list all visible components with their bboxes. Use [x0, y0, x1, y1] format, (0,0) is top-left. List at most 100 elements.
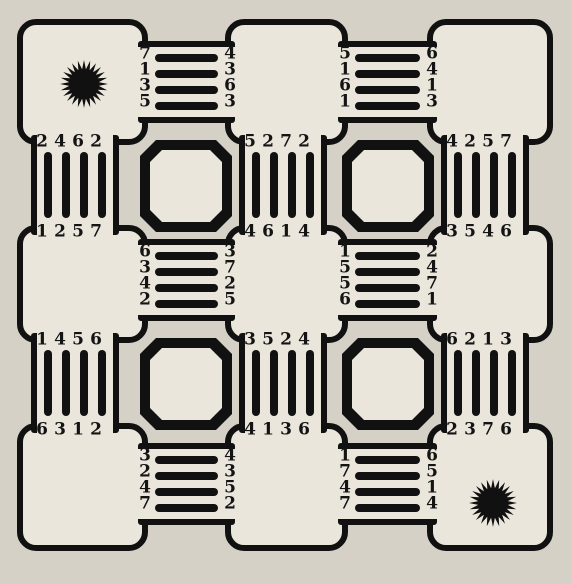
bar-h-top-left-4 [155, 102, 218, 110]
label-top-right-left-4: 1 [339, 92, 351, 112]
label-upper-left-bottom-3: 5 [72, 222, 84, 242]
label-upper-center-top-1: 5 [244, 132, 256, 152]
label-upper-right-top-1: 4 [446, 132, 458, 152]
bar-v-lower-center-4 [306, 350, 314, 416]
bar-h-mid-right-1 [355, 252, 420, 260]
bar-v-lower-left-4 [98, 350, 106, 416]
label-top-right-right-4: 3 [426, 92, 438, 112]
sun-icon-start [60, 60, 108, 108]
label-upper-left-bottom-2: 2 [54, 222, 66, 242]
bar-h-top-right-4 [355, 102, 420, 110]
bar-v-lower-left-1 [44, 350, 52, 416]
label-upper-left-top-3: 6 [72, 132, 84, 152]
bar-v-upper-left-2 [62, 152, 70, 218]
label-upper-right-bottom-2: 5 [464, 222, 476, 242]
bar-h-mid-left-3 [155, 284, 218, 292]
sun-icon-goal [469, 479, 517, 527]
label-upper-center-bottom-1: 4 [244, 222, 256, 242]
label-bottom-left-left-4: 7 [139, 494, 151, 514]
bar-v-lower-right-3 [490, 350, 498, 416]
bar-h-bottom-right-1 [355, 456, 420, 464]
label-upper-right-top-4: 7 [500, 132, 512, 152]
bar-v-upper-center-1 [252, 152, 260, 218]
label-upper-center-top-4: 2 [298, 132, 310, 152]
sun-icon-start-disc [71, 71, 97, 97]
room-r0c1 [228, 22, 345, 142]
bar-v-upper-center-4 [306, 152, 314, 218]
label-lower-center-top-1: 3 [244, 330, 256, 350]
label-mid-left-right-4: 5 [224, 290, 236, 310]
bar-h-mid-left-4 [155, 300, 218, 308]
label-lower-left-top-1: 1 [36, 330, 48, 350]
label-lower-center-bottom-4: 6 [298, 420, 310, 440]
hole-lower-right-inner [352, 348, 424, 420]
label-upper-right-bottom-3: 4 [482, 222, 494, 242]
label-lower-left-bottom-1: 6 [36, 420, 48, 440]
label-upper-left-top-2: 4 [54, 132, 66, 152]
hole-upper-right-inner [352, 150, 424, 222]
bar-v-upper-left-3 [80, 152, 88, 218]
label-upper-right-top-2: 2 [464, 132, 476, 152]
label-lower-right-bottom-4: 6 [500, 420, 512, 440]
bar-v-lower-left-3 [80, 350, 88, 416]
label-mid-right-right-4: 1 [426, 290, 438, 310]
hole-upper-left-inner [150, 150, 222, 222]
label-lower-left-bottom-3: 1 [72, 420, 84, 440]
label-lower-center-top-3: 2 [280, 330, 292, 350]
bar-h-top-left-1 [155, 54, 218, 62]
room-r0c2 [430, 22, 550, 142]
bar-v-upper-center-2 [270, 152, 278, 218]
label-upper-left-top-1: 2 [36, 132, 48, 152]
room-r1c1 [228, 228, 345, 340]
label-upper-center-bottom-2: 6 [262, 222, 274, 242]
bar-h-top-right-3 [355, 86, 420, 94]
label-lower-center-top-4: 4 [298, 330, 310, 350]
bar-h-top-right-1 [355, 54, 420, 62]
label-lower-right-bottom-2: 3 [464, 420, 476, 440]
label-lower-left-bottom-2: 3 [54, 420, 66, 440]
bar-h-bottom-right-4 [355, 504, 420, 512]
bar-v-upper-left-4 [98, 152, 106, 218]
label-lower-right-top-3: 1 [482, 330, 494, 350]
bar-h-bottom-right-3 [355, 488, 420, 496]
bar-h-mid-right-4 [355, 300, 420, 308]
label-lower-right-top-4: 3 [500, 330, 512, 350]
label-lower-left-top-3: 5 [72, 330, 84, 350]
label-lower-right-top-2: 2 [464, 330, 476, 350]
label-upper-right-bottom-4: 6 [500, 222, 512, 242]
bar-v-lower-right-1 [454, 350, 462, 416]
room-r2c1 [228, 426, 345, 548]
room-r2c0 [20, 426, 145, 548]
bar-v-lower-center-2 [270, 350, 278, 416]
bar-h-mid-left-1 [155, 252, 218, 260]
bar-v-upper-right-4 [508, 152, 516, 218]
bar-h-mid-right-2 [355, 268, 420, 276]
bar-h-mid-left-2 [155, 268, 218, 276]
bar-h-top-left-3 [155, 86, 218, 94]
label-lower-left-top-4: 6 [90, 330, 102, 350]
label-lower-left-bottom-4: 2 [90, 420, 102, 440]
bar-h-bottom-right-2 [355, 472, 420, 480]
label-top-left-left-4: 5 [139, 92, 151, 112]
label-upper-left-bottom-1: 1 [36, 222, 48, 242]
bar-v-upper-center-3 [288, 152, 296, 218]
label-upper-left-bottom-4: 7 [90, 222, 102, 242]
bar-h-bottom-left-3 [155, 488, 218, 496]
bar-v-upper-right-2 [472, 152, 480, 218]
label-bottom-right-left-4: 7 [339, 494, 351, 514]
bar-v-lower-right-4 [508, 350, 516, 416]
room-r1c2 [430, 228, 550, 340]
bar-h-bottom-left-4 [155, 504, 218, 512]
label-lower-center-bottom-2: 1 [262, 420, 274, 440]
label-mid-left-left-4: 2 [139, 290, 151, 310]
label-lower-center-bottom-3: 3 [280, 420, 292, 440]
bar-h-top-right-2 [355, 70, 420, 78]
label-mid-right-left-4: 6 [339, 290, 351, 310]
bar-h-bottom-left-1 [155, 456, 218, 464]
label-upper-right-bottom-1: 3 [446, 222, 458, 242]
bar-v-lower-center-3 [288, 350, 296, 416]
label-bottom-left-right-4: 2 [224, 494, 236, 514]
label-upper-center-top-2: 2 [262, 132, 274, 152]
